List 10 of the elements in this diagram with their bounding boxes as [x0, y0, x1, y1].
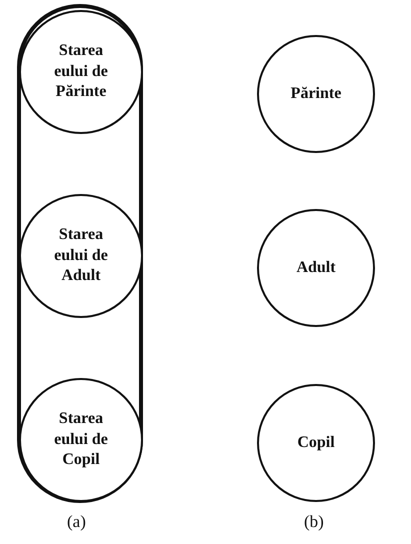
circle-label: Copil — [296, 432, 336, 453]
circle-label: Părinte — [290, 84, 342, 104]
circle-label: Adult — [295, 258, 337, 278]
circle-label: Starea eului de Adult — [53, 224, 109, 286]
circle-label: Starea eului de Părinte — [53, 40, 109, 102]
panel-label: (b) — [304, 512, 324, 532]
ego-state-circle — [19, 10, 143, 134]
capsule-outline — [17, 4, 143, 503]
panel-label: (a) — [67, 512, 86, 532]
circle-label: Starea eului de Copil — [53, 408, 109, 470]
